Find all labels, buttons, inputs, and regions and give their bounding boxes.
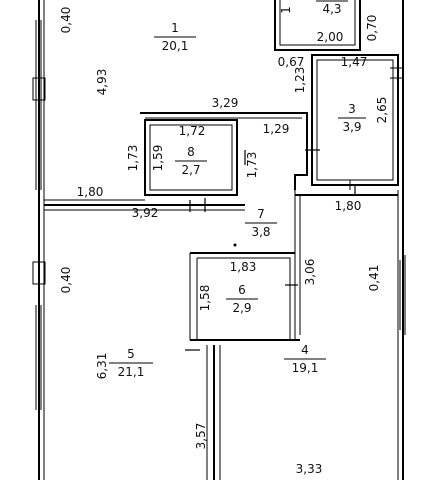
window-room4 [399, 255, 406, 335]
dim-room8-outer-left: 1,73 [126, 145, 140, 172]
room4-number: 4 [301, 343, 309, 357]
room2-area: 4,3 [322, 2, 341, 16]
dim-room5-height: 6,31 [95, 353, 109, 380]
dim-room6-right: 3,06 [303, 259, 317, 286]
room1-number: 1 [171, 21, 179, 35]
room8-area: 2,7 [181, 163, 200, 177]
room6-area: 2,9 [232, 301, 251, 315]
dim-room3-right: 2,65 [375, 97, 389, 124]
dim-room3-left: 1,23 [293, 67, 307, 94]
dim-room5-window: 0,40 [59, 267, 73, 294]
dim-room1-bottom: 1,80 [77, 185, 104, 199]
dim-corridor-mid: 1,29 [263, 122, 290, 136]
dim-room8-right: 1,73 [245, 152, 259, 179]
window-room5 [32, 261, 46, 410]
dim-room1-window-top: 0,40 [59, 7, 73, 34]
dim-room5-right: 3,57 [194, 423, 208, 450]
walls [32, 0, 406, 480]
dim-room4-top: 1,80 [335, 199, 362, 213]
window-room1 [32, 20, 46, 190]
room2-walls [274, 0, 361, 51]
room8-walls [144, 119, 238, 196]
dim-room4-bottom: 3,33 [296, 462, 323, 476]
room3-area: 3,9 [342, 120, 361, 134]
room-labels: 1 20,1 4,3 3 3,9 4 19,1 5 21,1 6 2,9 7 3… [109, 0, 366, 379]
dim-corridor-top: 3,29 [212, 96, 239, 110]
dimension-labels: 0,40 4,93 1,80 1 2,00 0,70 0,67 1,47 1,2… [59, 6, 389, 476]
dim-room3-left-small: 0,67 [278, 55, 305, 69]
dim-room8-left: 1,59 [151, 145, 165, 172]
dim-corridor-bottom: 3,92 [132, 206, 159, 220]
dim-room1-height: 4,93 [95, 69, 109, 96]
dim-room3-top: 1,47 [341, 55, 368, 69]
dim-room2-bottom: 2,00 [317, 30, 344, 44]
dim-room6-left: 1,58 [198, 285, 212, 312]
dim-room4-window: 0,41 [367, 265, 381, 292]
dim-room8-top: 1,72 [179, 124, 206, 138]
room5-number: 5 [127, 347, 135, 361]
room7-area: 3,8 [251, 225, 270, 239]
room8-number: 8 [187, 145, 195, 159]
room7-number: 7 [257, 207, 265, 221]
room4-area: 19,1 [292, 361, 319, 375]
corridor-top-wall [140, 112, 308, 190]
room1-area: 20,1 [162, 39, 189, 53]
dim-room2-right: 0,70 [365, 15, 379, 42]
room6-number: 6 [238, 283, 246, 297]
dim-room2-left: 1 [279, 6, 293, 14]
room3-number: 3 [348, 102, 356, 116]
room5-area: 21,1 [118, 365, 145, 379]
dim-room6-top: 1,83 [230, 260, 257, 274]
